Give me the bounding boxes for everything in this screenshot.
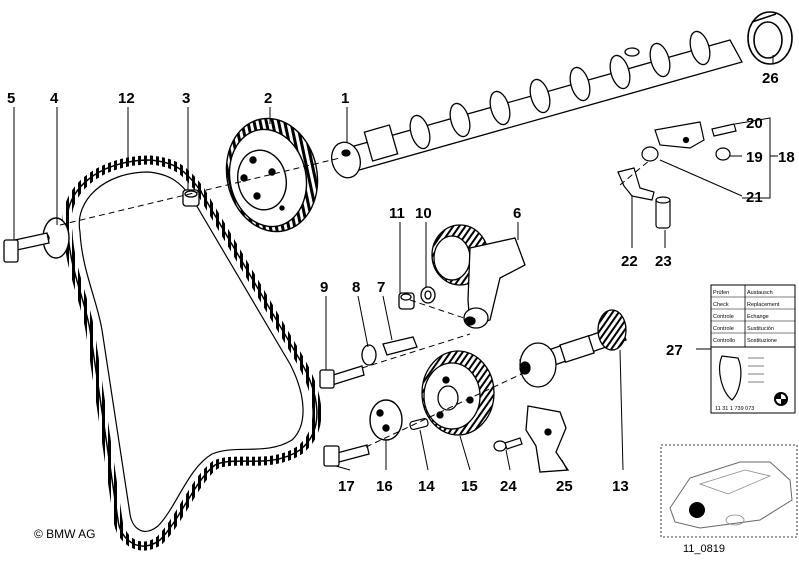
callout-8: 8: [352, 279, 360, 296]
tensioner-pulley: [431, 224, 526, 329]
card-row2-right: Replacement: [747, 302, 780, 308]
eccentric-disc: [369, 399, 403, 441]
callout-23: 23: [655, 253, 672, 270]
callout-3: 3: [182, 90, 190, 107]
card-row5-left: Controllo: [713, 338, 735, 344]
card-row5-right: Sostituzione: [747, 338, 777, 344]
callout-22: 22: [621, 253, 638, 270]
callout-27: 27: [666, 342, 683, 359]
callout-19: 19: [746, 149, 763, 166]
callout-24: 24: [500, 478, 517, 495]
callout-14: 14: [418, 478, 435, 495]
alignment-lines: [59, 157, 651, 448]
location-marker: [689, 502, 705, 518]
callout-9: 9: [320, 279, 328, 296]
callout-26: 26: [762, 70, 779, 87]
card-row2-left: Check: [713, 302, 729, 308]
tensioner-bolt: [319, 365, 365, 389]
callout-5: 5: [7, 90, 15, 107]
thrust-piece: [715, 147, 731, 161]
camshaft: [331, 30, 743, 179]
callout-10: 10: [415, 205, 432, 222]
label-card: Prüfen Austausch Check Replacement Contr…: [710, 284, 796, 414]
idler-bolt: [323, 444, 370, 467]
drive-shaft: [519, 309, 627, 388]
callout-numbers: 5 4 12 3 2 1 26 20 19 18 21 6 11 10 22 2…: [7, 70, 795, 495]
camshaft-sprocket: [225, 117, 319, 233]
copyright-text: © BMW AG: [34, 527, 96, 541]
timing-belt: [62, 155, 322, 551]
seal-ring: [747, 11, 793, 65]
callout-1: 1: [341, 90, 349, 107]
callout-12: 12: [118, 90, 135, 107]
spacer-ring: [420, 286, 436, 304]
card-row3-left: Controle: [713, 314, 734, 320]
dowel-pin: [182, 189, 200, 207]
callout-16: 16: [376, 478, 393, 495]
clamp-bracket: [617, 167, 655, 201]
rocker-bolt: [711, 123, 737, 137]
car-location-thumbnail: [660, 444, 798, 538]
image-code: 11_0819: [683, 543, 725, 555]
callout-11: 11: [389, 205, 405, 222]
card-row4-right: Sustitución: [747, 326, 774, 332]
card-row4-left: Controle: [713, 326, 734, 332]
hydraulic-lifter: [655, 196, 671, 229]
callout-25: 25: [556, 478, 573, 495]
leader-lines: [13, 55, 778, 471]
rocker-arm: [654, 121, 705, 149]
card-row3-right: Echange: [747, 314, 769, 320]
card-row1-right: Austausch: [747, 290, 773, 296]
circlip: [641, 146, 659, 162]
idler-pulley: [421, 350, 495, 436]
card-part-number: 11 31 1 739 073: [715, 406, 754, 412]
callout-18: 18: [778, 149, 795, 166]
screw: [493, 437, 523, 452]
spring-washer: [361, 344, 377, 366]
bmw-logo-icon: [774, 392, 788, 406]
callout-6: 6: [513, 205, 521, 222]
sleeve: [382, 336, 418, 356]
callout-2: 2: [264, 90, 272, 107]
hex-bolt: [3, 232, 50, 263]
card-belt-pictogram: [719, 355, 742, 401]
bushing: [398, 292, 415, 310]
callout-7: 7: [377, 279, 385, 296]
callout-21: 21: [746, 189, 763, 206]
bracket-plate: [525, 405, 570, 473]
callout-15: 15: [461, 478, 478, 495]
callout-13: 13: [612, 478, 629, 495]
card-row1-left: Prüfen: [713, 290, 729, 296]
callout-4: 4: [50, 90, 59, 107]
camshaft-lobes: [409, 30, 711, 150]
pin: [409, 417, 429, 431]
callout-20: 20: [746, 115, 763, 132]
callout-17: 17: [338, 478, 355, 495]
